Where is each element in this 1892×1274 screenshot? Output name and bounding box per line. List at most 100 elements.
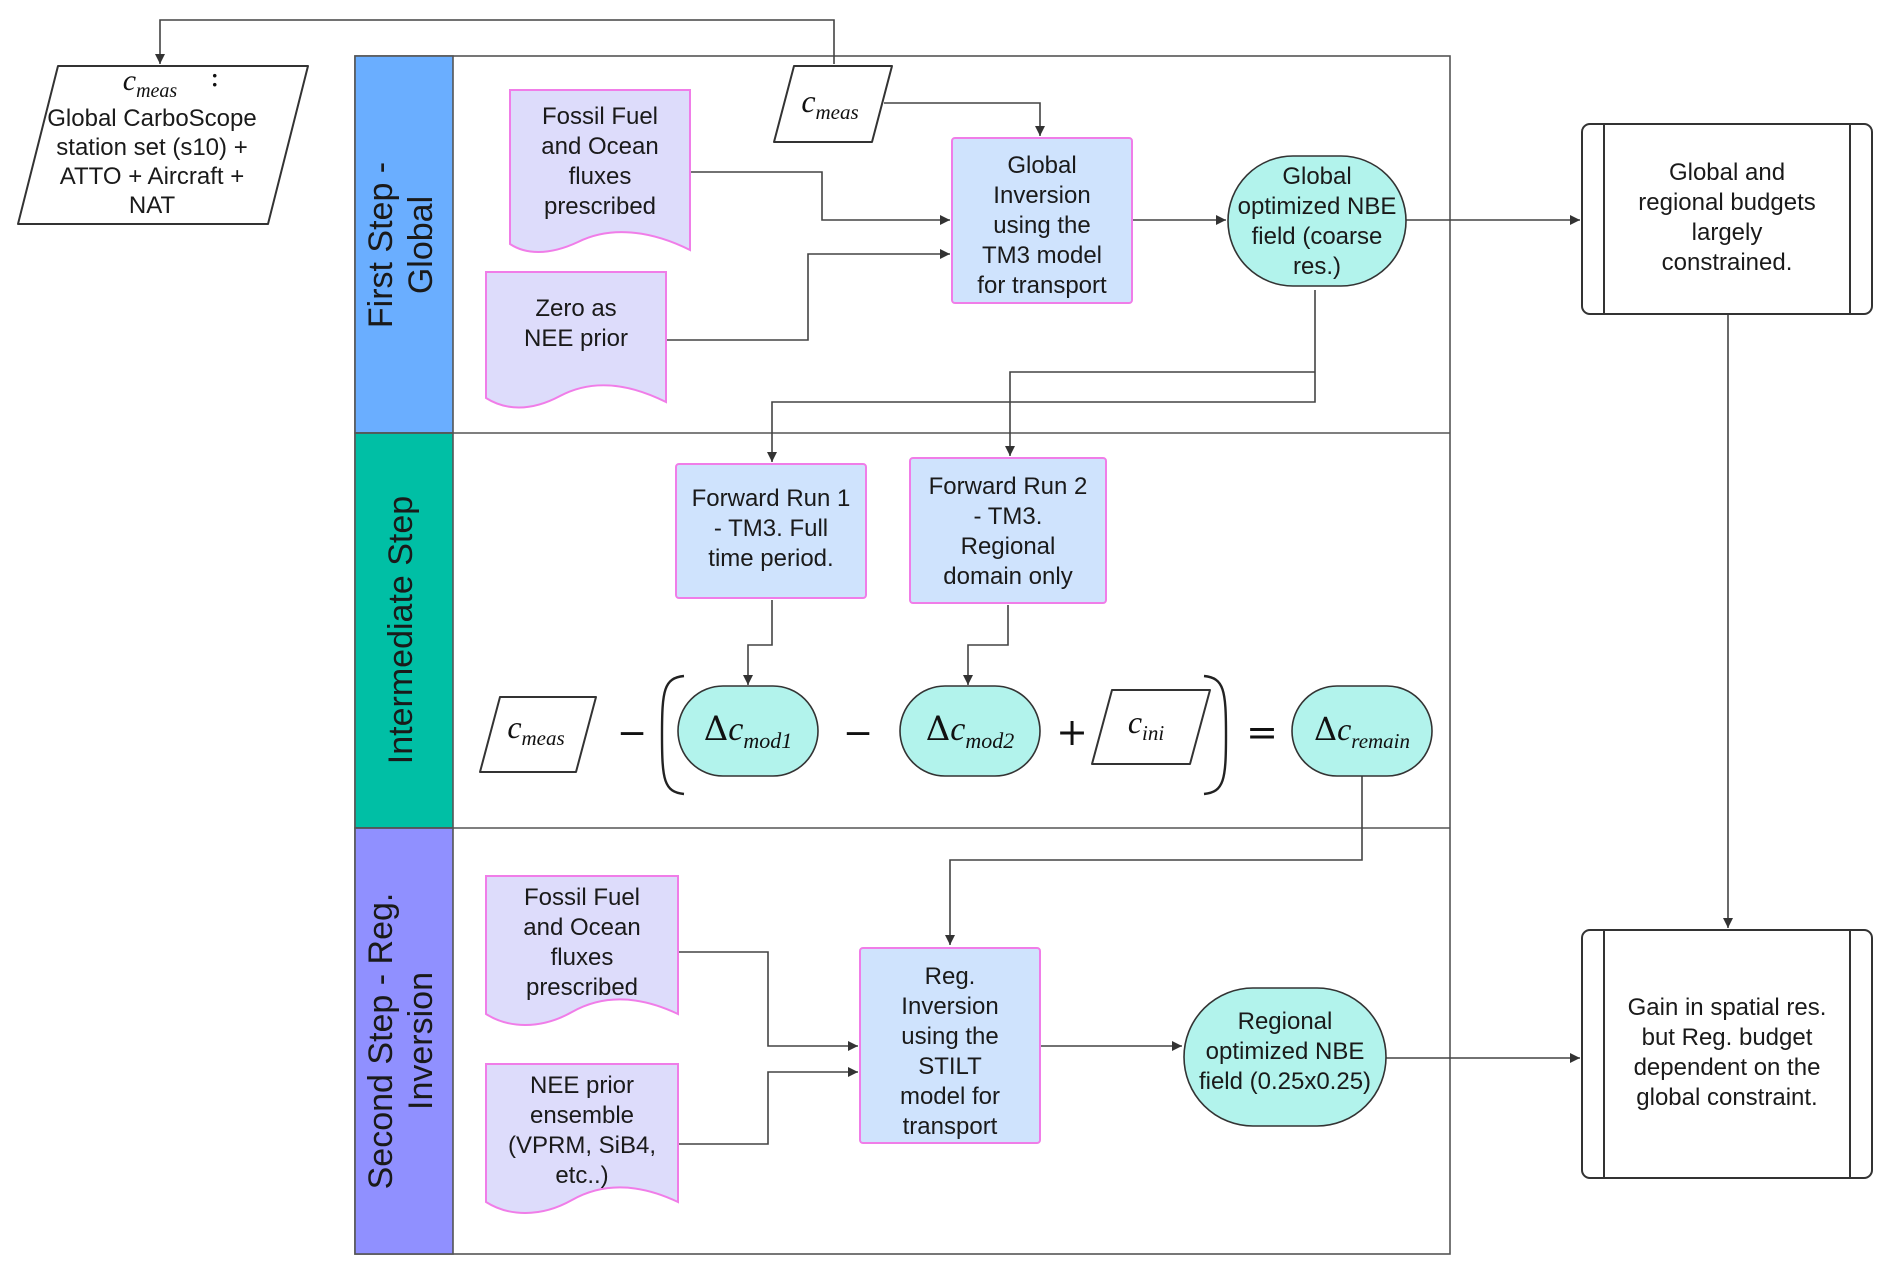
cmeas-source-colon: : xyxy=(210,60,219,93)
label-line: Regional xyxy=(961,533,1056,560)
label-line: NAT xyxy=(129,192,176,219)
eq-plus: + xyxy=(1056,710,1088,754)
label-line: Inversion xyxy=(901,993,998,1020)
eq-dmod2-node: Δcmod2 xyxy=(899,685,1041,777)
step2-fossil-ocean-label: Fossil Fuel and Ocean fluxes prescribed xyxy=(523,884,640,1001)
label-line: station set (s10) + xyxy=(56,134,247,161)
outcome-spatial-gain-node: Gain in spatial res. but Reg. budget depen… xyxy=(1581,929,1873,1179)
eq-dmod2-symbol: Δcmod2 xyxy=(926,709,1015,753)
step2-fossil-ocean-doc: Fossil Fuel and Ocean fluxes prescribed xyxy=(485,875,679,1026)
cmeas-source-shape xyxy=(17,65,309,225)
edge-fossil-to-global-inversion xyxy=(690,171,950,225)
label-line: Inversion xyxy=(993,182,1090,209)
label-line: dependent on the xyxy=(1634,1054,1821,1081)
label-line: Forward Run 2 xyxy=(929,473,1088,500)
step1-global-inversion-shape xyxy=(951,137,1133,304)
label-line: NEE prior xyxy=(524,325,628,352)
lane-title-global-line1: First Step - xyxy=(362,162,400,328)
label-line: Fossil Fuel xyxy=(524,884,640,911)
eq-dremain-symbol: Δcremain xyxy=(1314,710,1410,753)
eq-dremain-shape xyxy=(1291,685,1433,777)
label-line: transport xyxy=(903,1113,998,1140)
label-line: fluxes xyxy=(551,944,614,971)
eq-dmod1-shape xyxy=(677,685,819,777)
step1-fossil-ocean-shape xyxy=(509,89,691,253)
outcome-spatial-gain-label: Gain in spatial res. but Reg. budget depen… xyxy=(1628,994,1827,1111)
outcome-spatial-gain-shape xyxy=(1581,929,1873,1179)
eq-dmod2-shape xyxy=(899,685,1041,777)
label-line: Zero as xyxy=(535,295,616,322)
label-line: Gain in spatial res. xyxy=(1628,994,1827,1021)
lane-title-regional-line2: Inversion xyxy=(402,972,440,1110)
step2-nee-ensemble-shape xyxy=(485,1063,679,1214)
label-line: model for xyxy=(900,1083,1000,1110)
edge-dremain-to-reg-inversion xyxy=(945,772,1363,945)
forward-run-1-node: Forward Run 1 - TM3. Full time period. xyxy=(675,463,867,599)
edge-global-nbe-to-forward1 xyxy=(767,290,1316,462)
eq-cini-symbol: cini xyxy=(1128,704,1165,745)
step2-fossil-ocean-shape xyxy=(485,875,679,1026)
eq-cmeas-node: cmeas xyxy=(479,696,597,773)
label-line: - TM3. xyxy=(974,503,1043,530)
label-line: and Ocean xyxy=(523,914,640,941)
lane-title-regional-line1: Second Step - Reg. xyxy=(362,893,400,1190)
label-line: STILT xyxy=(918,1053,982,1080)
label-line: (VPRM, SiB4, xyxy=(508,1132,656,1159)
edge-forward1-to-dmod1 xyxy=(743,600,773,685)
eq-cini-shape xyxy=(1091,689,1211,765)
label-line: but Reg. budget xyxy=(1642,1024,1813,1051)
label-line: Global CarboScope xyxy=(47,105,256,132)
eq-minus-1: − xyxy=(617,713,647,754)
label-line: ensemble xyxy=(530,1102,634,1129)
label-line: prescribed xyxy=(544,193,656,220)
forward-run-1-label: Forward Run 1 - TM3. Full time period. xyxy=(692,485,851,572)
label-line: Global and xyxy=(1669,159,1785,186)
step1-cmeas-node: cmeas xyxy=(773,65,893,143)
label-line: - TM3. Full xyxy=(714,515,828,542)
step1-zero-prior-shape xyxy=(485,271,667,409)
eq-minus-2: − xyxy=(843,713,873,754)
lane-title-global-line2: Global xyxy=(402,196,440,294)
step1-cmeas-shape xyxy=(773,65,893,143)
label-line: regional budgets xyxy=(1638,189,1815,216)
label-line: Global xyxy=(1007,152,1076,179)
label-line: using the xyxy=(993,212,1090,239)
edge-cmeas-to-global-inversion xyxy=(884,102,1045,136)
label-line: time period. xyxy=(708,545,833,572)
eq-cmeas-symbol: cmeas xyxy=(507,709,564,750)
eq-dmod1-symbol: Δcmod1 xyxy=(704,709,793,753)
eq-left-bracket xyxy=(660,674,685,796)
label-line: Fossil Fuel xyxy=(542,103,658,130)
label-line: prescribed xyxy=(526,974,638,1001)
lane-header-global xyxy=(354,55,454,434)
label-line: constrained. xyxy=(1662,249,1793,276)
forward-run-2-shape xyxy=(909,457,1107,604)
eq-cini-node: cini xyxy=(1091,689,1211,765)
step1-global-nbe-shape xyxy=(1227,155,1407,287)
forward-run-1-shape xyxy=(675,463,867,599)
lane-title-intermediate: Intermediate Step xyxy=(382,496,420,764)
label-line: and Ocean xyxy=(541,133,658,160)
label-line: field (coarse xyxy=(1252,223,1383,250)
label-line: etc..) xyxy=(555,1162,608,1189)
label-line: optimized NBE xyxy=(1238,193,1397,220)
label-line: TM3 model xyxy=(982,242,1102,269)
step2-reg-inversion-shape xyxy=(859,947,1041,1144)
step1-cmeas-symbol: cmeas xyxy=(801,83,858,124)
label-line: for transport xyxy=(977,272,1107,299)
eq-equals: = xyxy=(1246,710,1278,754)
edge-global-nbe-to-forward2 xyxy=(1005,371,1315,456)
label-line: Forward Run 1 xyxy=(692,485,851,512)
label-line: Reg. xyxy=(925,963,976,990)
label-line: ATTO + Aircraft + xyxy=(60,163,245,190)
eq-cmeas-shape xyxy=(479,696,597,773)
label-line: field (0.25x0.25) xyxy=(1199,1068,1371,1095)
